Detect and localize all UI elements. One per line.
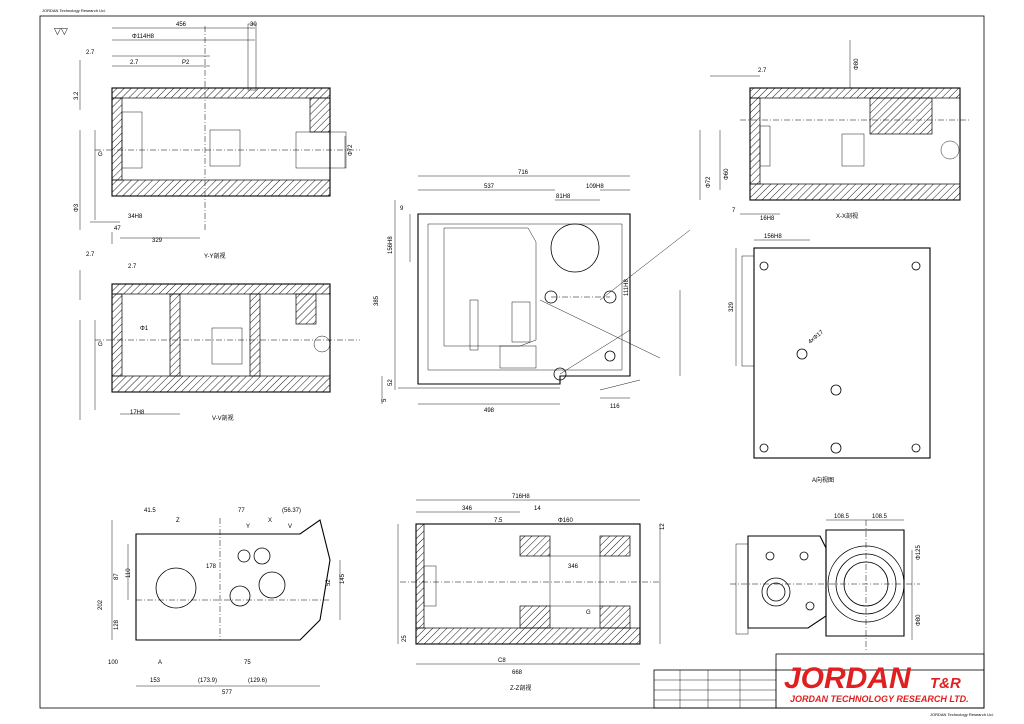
a-caption: A向视图 <box>812 476 834 484</box>
front-dim-52: 52 <box>388 379 394 386</box>
lb-dim-5637: (56.37) <box>282 508 301 514</box>
front-dim-111: 111H8 <box>624 279 630 296</box>
zz-dim-668: 668 <box>512 670 523 676</box>
vv-dim-phi: Φ1 <box>140 326 149 332</box>
yy-dim-g: G <box>98 152 103 158</box>
zz-dim-25: 25 <box>402 635 408 642</box>
lb-sec-v: V <box>288 524 292 530</box>
zz-dim-14: 14 <box>534 506 541 512</box>
zz-dim-346a: 346 <box>462 506 473 512</box>
xx-dim-phi60: Φ60 <box>724 168 730 180</box>
lb-dim-75: 75 <box>244 660 251 666</box>
front-dim-385: 385 <box>374 295 380 306</box>
drawing-border <box>39 15 985 709</box>
lb-dim-202: 202 <box>98 599 104 610</box>
yy-dim-bore: Φ114H8 <box>132 34 155 40</box>
front-dim-109: 109H8 <box>586 184 604 190</box>
view-front: 716 537 81H8 109H8 156H8 385 52 5 498 11… <box>374 170 691 414</box>
zz-caption: Z-Z剖视 <box>510 684 531 692</box>
yy-dim-phi3: Φ3 <box>74 203 80 212</box>
lb-dim-110: 110 <box>126 568 132 578</box>
front-dim-537: 537 <box>484 184 495 190</box>
zz-dim-716: 716H8 <box>512 494 530 500</box>
logo-jordan: JORDAN <box>784 662 912 695</box>
yy-dim-p2: P2 <box>182 60 190 66</box>
yy-dim-phi72: Φ72 <box>348 144 354 156</box>
a-dim-holes: 4xΦ17 <box>807 329 825 345</box>
title-block: JORDAN T&R JORDAN TECHNOLOGY RESEARCH LT… <box>653 653 994 717</box>
front-dim-156: 156H8 <box>388 236 394 254</box>
rb-dim-phi80: Φ80 <box>916 614 922 626</box>
view-xx-section: 2.7 16H8 7 Φ72 Φ60 Φ80 X-X剖视 <box>699 40 970 222</box>
zz-dim-12: 12 <box>660 523 666 530</box>
vv-dim-17: 17H8 <box>130 410 145 416</box>
xx-dim-27: 2.7 <box>758 68 767 74</box>
view-vv-section: 2.7 2.7 17H8 Φ1 G V-V剖视 <box>79 252 360 422</box>
company-logo: JORDAN T&R JORDAN TECHNOLOGY RESEARCH LT… <box>784 662 969 704</box>
lb-dim-153: 153 <box>150 678 161 684</box>
yy-dim-47: 47 <box>114 226 121 232</box>
yy-dim-456: 456 <box>176 22 187 28</box>
corner-note: JORDAN Technology Research Ltd. <box>42 8 106 13</box>
lb-dim-1296: (129.6) <box>248 678 267 684</box>
zz-dim-c8: C8 <box>498 658 506 664</box>
lb-sec-y: Y <box>246 524 250 530</box>
lb-dim-1739: (173.9) <box>198 678 217 684</box>
rb-dim-1085b: 108.5 <box>872 514 888 520</box>
zz-dim-phi160: Φ160 <box>558 518 573 524</box>
xx-caption: X-X剖视 <box>836 212 858 220</box>
xx-dim-phi72: Φ72 <box>706 176 712 188</box>
lb-dim-52: 52 <box>326 579 332 586</box>
front-dim-116: 116 <box>610 404 620 410</box>
lb-sec-a: A <box>158 660 162 666</box>
lb-sec-z: Z <box>176 518 180 524</box>
lb-dim-178: 178 <box>206 564 217 570</box>
xx-dim-phi80: Φ80 <box>854 58 860 70</box>
lb-dim-415: 41.5 <box>144 508 156 514</box>
logo-tr: T&R <box>930 675 961 692</box>
lb-dim-87: 87 <box>114 573 120 580</box>
yy-dim-30: 30 <box>250 22 257 28</box>
yy-dim-27a: 2.7 <box>86 50 95 56</box>
rb-dim-1085a: 108.5 <box>834 514 850 520</box>
lb-dim-145: 145 <box>340 573 346 584</box>
finish-symbol: ▽▽ <box>54 26 68 36</box>
view-left-bottom: 41.5 77 (56.37) Z Y X V 178 87 110 52 20… <box>98 508 346 696</box>
a-dim-329: 329 <box>729 301 735 312</box>
front-dim-81: 81H8 <box>556 194 571 200</box>
vv-dim-27a: 2.7 <box>86 252 95 258</box>
view-yy-section: 456 30 Φ114H8 2.7 2.7 P2 3.2 Φ3 34H8 47 … <box>74 22 360 260</box>
view-zz-section: 716H8 346 7.5 14 Φ160 346 G C8 668 12 25… <box>397 494 666 692</box>
yy-caption: Y-Y剖视 <box>204 252 225 260</box>
yy-dim-32: 3.2 <box>74 91 80 100</box>
zz-dim-75: 7.5 <box>494 518 503 524</box>
xx-dim-7: 7 <box>732 208 736 214</box>
rb-dim-phi125: Φ125 <box>916 545 922 560</box>
view-a-direction: 156H8 329 4xΦ17 A向视图 <box>729 234 931 484</box>
zz-dim-g: G <box>586 610 591 616</box>
lb-dim-577: 577 <box>222 690 233 696</box>
front-dim-716: 716 <box>518 170 529 176</box>
lb-dim-77: 77 <box>238 508 245 514</box>
lb-dim-128: 128 <box>114 619 120 630</box>
vv-dim-27b: 2.7 <box>128 264 137 270</box>
a-dim-156: 156H8 <box>764 234 782 240</box>
front-dim-9: 9 <box>400 206 404 212</box>
bottom-note: JORDAN Technology Research Ltd. <box>930 712 994 717</box>
lb-dim-100: 100 <box>108 660 119 666</box>
front-dim-498: 498 <box>484 408 495 414</box>
xx-dim-16: 16H8 <box>760 216 775 222</box>
zz-dim-346b: 346 <box>568 564 579 570</box>
yy-dim-34: 34H8 <box>128 214 143 220</box>
front-dim-5: 5 <box>382 398 388 402</box>
yy-dim-329: 329 <box>152 238 163 244</box>
view-right-bottom: 108.5 108.5 Φ125 Φ80 <box>730 514 922 650</box>
lb-sec-x: X <box>268 518 272 524</box>
yy-dim-27b: 2.7 <box>130 60 139 66</box>
vv-caption: V-V剖视 <box>212 414 234 422</box>
logo-subtitle: JORDAN TECHNOLOGY RESEARCH LTD. <box>790 694 969 704</box>
vv-dim-g: G <box>98 342 103 348</box>
